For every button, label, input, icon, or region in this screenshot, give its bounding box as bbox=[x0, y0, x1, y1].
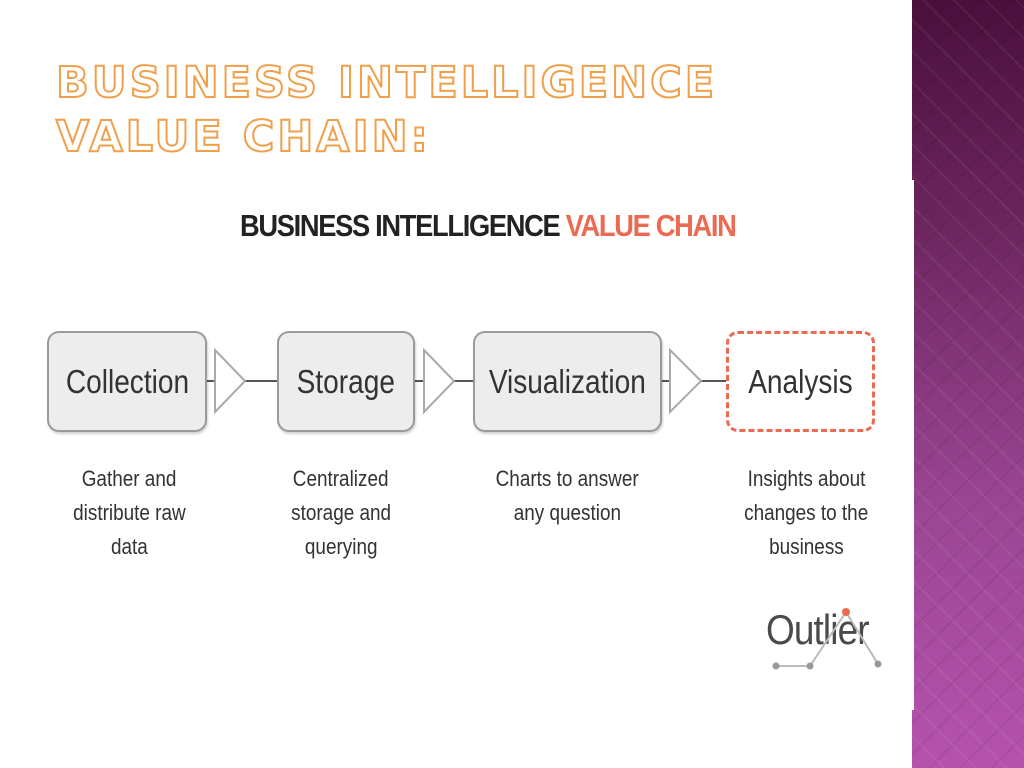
stage-analysis: Analysis bbox=[726, 331, 875, 432]
description-line: business bbox=[768, 534, 844, 559]
description-line: storage and bbox=[291, 500, 391, 525]
stage-visualization-description: Charts to answer any question bbox=[482, 462, 652, 530]
outlier-logo: Outlier bbox=[766, 606, 886, 672]
stage-storage: Storage bbox=[277, 331, 415, 432]
side-decoration-panel bbox=[912, 0, 1024, 768]
diagram-title-main: BUSINESS INTELLIGENCE bbox=[240, 208, 561, 243]
diagram-title: BUSINESS INTELLIGENCE VALUE CHAIN bbox=[240, 208, 737, 244]
slide-title: Business Intelligence Value Chain: bbox=[55, 57, 718, 163]
stage-collection-description: Gather and distribute raw data bbox=[44, 462, 214, 564]
stage-storage-description: Centralized storage and querying bbox=[256, 462, 426, 564]
stage-analysis-description: Insights about changes to the business bbox=[721, 462, 891, 564]
stage-visualization-label: Visualization bbox=[489, 362, 646, 400]
description-line: querying bbox=[304, 534, 378, 559]
stage-analysis-label: Analysis bbox=[748, 362, 853, 400]
logo-text: Outlier bbox=[766, 606, 870, 653]
stage-collection: Collection bbox=[47, 331, 207, 432]
stage-storage-label: Storage bbox=[296, 362, 396, 400]
description-line: changes to the bbox=[743, 500, 869, 525]
diagram-image bbox=[0, 180, 914, 710]
logo-graph-icon bbox=[772, 608, 882, 670]
description-line: data bbox=[110, 534, 148, 559]
description-line: distribute raw bbox=[72, 500, 186, 525]
stage-visualization: Visualization bbox=[473, 331, 662, 432]
description-line: Charts to answer bbox=[495, 466, 639, 491]
description-line: Insights about bbox=[747, 466, 865, 491]
description-line: Centralized bbox=[293, 466, 389, 491]
description-line: Gather and bbox=[81, 466, 177, 491]
description-line: any question bbox=[513, 500, 621, 525]
diagram-title-accent: VALUE CHAIN bbox=[565, 208, 737, 243]
stage-collection-label: Collection bbox=[65, 362, 189, 400]
